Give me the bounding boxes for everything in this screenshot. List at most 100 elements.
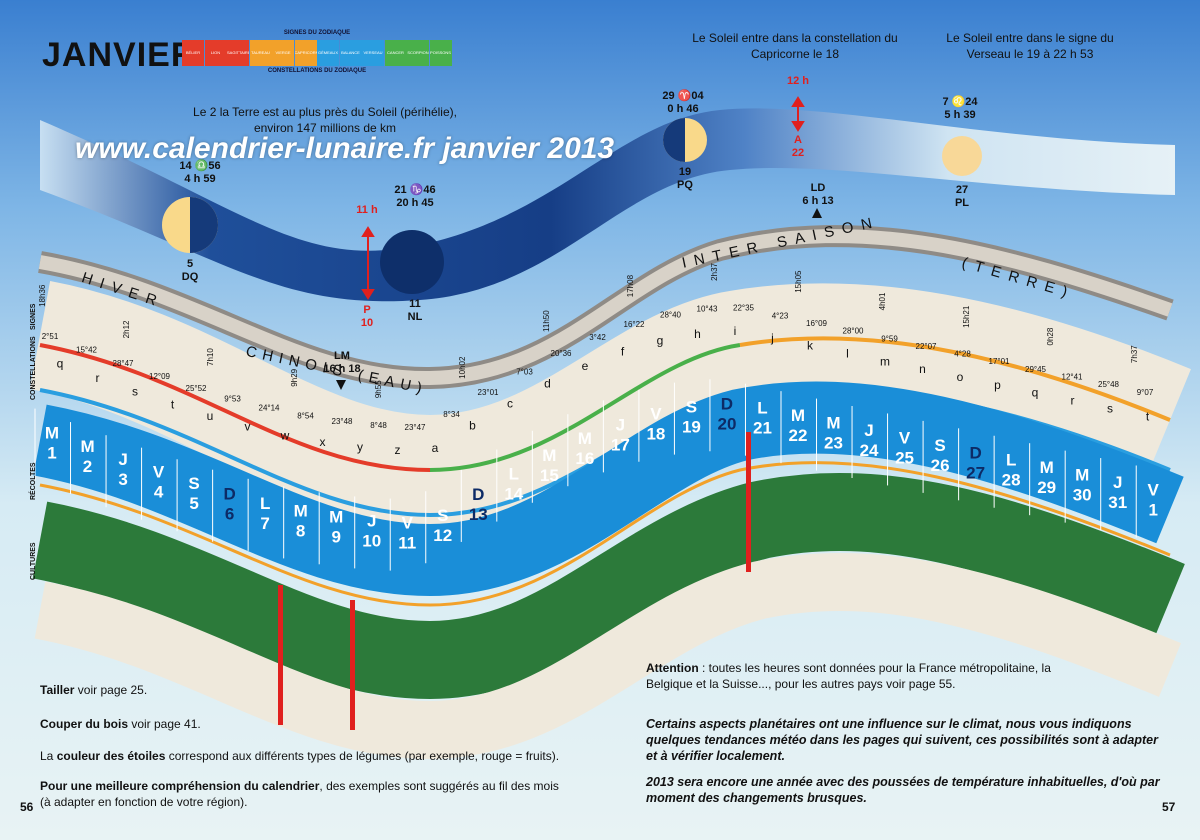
sign-letter: h (694, 327, 701, 341)
day-number: 26 (931, 456, 950, 475)
sign-letter: u (207, 409, 214, 423)
day-number: 31 (1108, 493, 1127, 512)
sign-letter: r (96, 371, 100, 385)
footer-couper-bold: Couper du bois (40, 717, 128, 731)
day-cell[interactable]: M9 (318, 492, 343, 565)
day-letter: M (80, 437, 94, 456)
node-first-time: 4 h 59 (184, 173, 216, 185)
footer-attention-bold: Attention (646, 661, 699, 675)
footer-couleur-bold: couleur des étoiles (56, 749, 166, 763)
legend-cell: VERSEAU (362, 40, 384, 66)
constellation-time: 28°40 (660, 310, 682, 319)
day-letter: M (329, 507, 343, 526)
day-letter: D (721, 394, 733, 413)
constellation-time: 23°47 (405, 423, 427, 432)
day-cell[interactable]: J10 (354, 496, 381, 569)
day-letter: M (294, 501, 308, 520)
constellation-time: 8°54 (297, 411, 314, 420)
sign-letter: q (57, 357, 64, 371)
legend-cell: BÉLIER (182, 40, 204, 66)
day-cell[interactable]: S12 (425, 491, 452, 564)
day-cell[interactable]: V4 (141, 447, 165, 520)
day-letter: M (45, 424, 59, 443)
day-cell[interactable]: S19 (673, 382, 701, 455)
footer-couleur-text: correspond aux différents types de légum… (165, 749, 560, 763)
node-descending-value: 7 ♌24 (942, 96, 978, 108)
constellation-time: 22°07 (916, 342, 938, 351)
day-cell[interactable]: J17 (602, 400, 630, 473)
moon-dq-icon (162, 197, 218, 253)
constellation-time: 2°51 (42, 332, 59, 341)
node-aries-time: 0 h 46 (667, 103, 699, 115)
day-cell[interactable]: V1 (1135, 465, 1160, 538)
sign-letter: n (919, 362, 926, 376)
day-cell[interactable]: S26 (922, 420, 950, 493)
footer-couper: Couper du bois voir page 41. (40, 716, 600, 732)
day-cell[interactable]: M23 (816, 398, 843, 471)
day-number: 15 (540, 466, 559, 485)
day-cell[interactable]: M2 (70, 422, 95, 495)
day-cell[interactable]: L7 (247, 478, 270, 551)
legend-cell: SAGITTAIRE (227, 40, 249, 66)
day-number: 12 (433, 526, 452, 545)
constellation-time: 12°09 (149, 372, 171, 381)
legend-bottom-label: CONSTELLATIONS DU ZODIAQUE (267, 68, 367, 74)
day-cell[interactable]: V11 (389, 498, 416, 571)
nl-day: 11 (409, 298, 421, 310)
day-number: 29 (1037, 478, 1056, 497)
day-cell[interactable]: J31 (1100, 458, 1127, 531)
day-cell[interactable]: M22 (780, 391, 807, 464)
dq-text: DQ (181, 271, 199, 283)
day-cell[interactable]: L21 (744, 383, 772, 456)
day-cell[interactable]: M30 (1064, 450, 1092, 523)
day-cell[interactable]: L28 (993, 435, 1021, 508)
day-cell[interactable]: V25 (887, 413, 914, 486)
day-cell[interactable]: M8 (283, 486, 308, 559)
day-letter: D (472, 485, 484, 504)
day-letter: S (934, 436, 945, 455)
day-cell[interactable]: D6 (212, 469, 236, 542)
legend-top-label: SIGNES DU ZODIAQUE (283, 30, 351, 36)
day-cell[interactable]: J3 (105, 435, 128, 508)
day-cell[interactable]: V18 (638, 389, 665, 462)
sign-letter: b (469, 418, 476, 432)
day-letter: J (367, 511, 376, 530)
page-number-right: 57 (1162, 800, 1176, 814)
sign-letter: c (507, 397, 513, 411)
day-cell[interactable]: S5 (176, 459, 200, 532)
day-number: 25 (895, 448, 914, 467)
day-cell[interactable]: D13 (460, 469, 488, 542)
footer-aspects: Certains aspects planétaires ont une inf… (646, 717, 1158, 763)
day-cell[interactable]: M29 (1029, 443, 1056, 516)
footer-couleur: La couleur des étoiles correspond aux di… (40, 748, 600, 764)
sign-letter: o (957, 370, 964, 384)
day-number: 30 (1073, 486, 1092, 505)
sign-time: 2h12 (122, 320, 131, 338)
sign-time: 10h02 (458, 356, 467, 379)
day-cell[interactable]: M1 (34, 408, 59, 481)
day-cell[interactable]: L14 (496, 449, 524, 522)
sign-time: 7h10 (206, 348, 215, 366)
day-number: 10 (362, 531, 381, 550)
sign-letter: t (171, 397, 175, 411)
day-cell[interactable]: M15 (531, 430, 559, 503)
day-letter: L (260, 494, 270, 513)
watermark: www.calendrier-lunaire.fr janvier 2013 (75, 132, 615, 165)
sign-letter: g (657, 334, 664, 348)
days-band (33, 381, 1184, 597)
day-cell[interactable]: J24 (851, 406, 879, 479)
day-cell[interactable]: D20 (709, 379, 736, 452)
verseau-note: Le Soleil entre dans le signe du Verseau… (946, 31, 1114, 61)
day-cell[interactable]: D27 (958, 428, 985, 501)
moon-pq-icon (663, 118, 707, 162)
constellation-time: 9°07 (1137, 388, 1154, 397)
day-cell[interactable]: M16 (567, 414, 594, 487)
day-letter: L (1006, 451, 1016, 470)
legend-cell: POISSONS (429, 40, 452, 66)
footer-tailler-text: voir page 25. (74, 683, 148, 697)
side-signes: SIGNES (30, 303, 37, 330)
